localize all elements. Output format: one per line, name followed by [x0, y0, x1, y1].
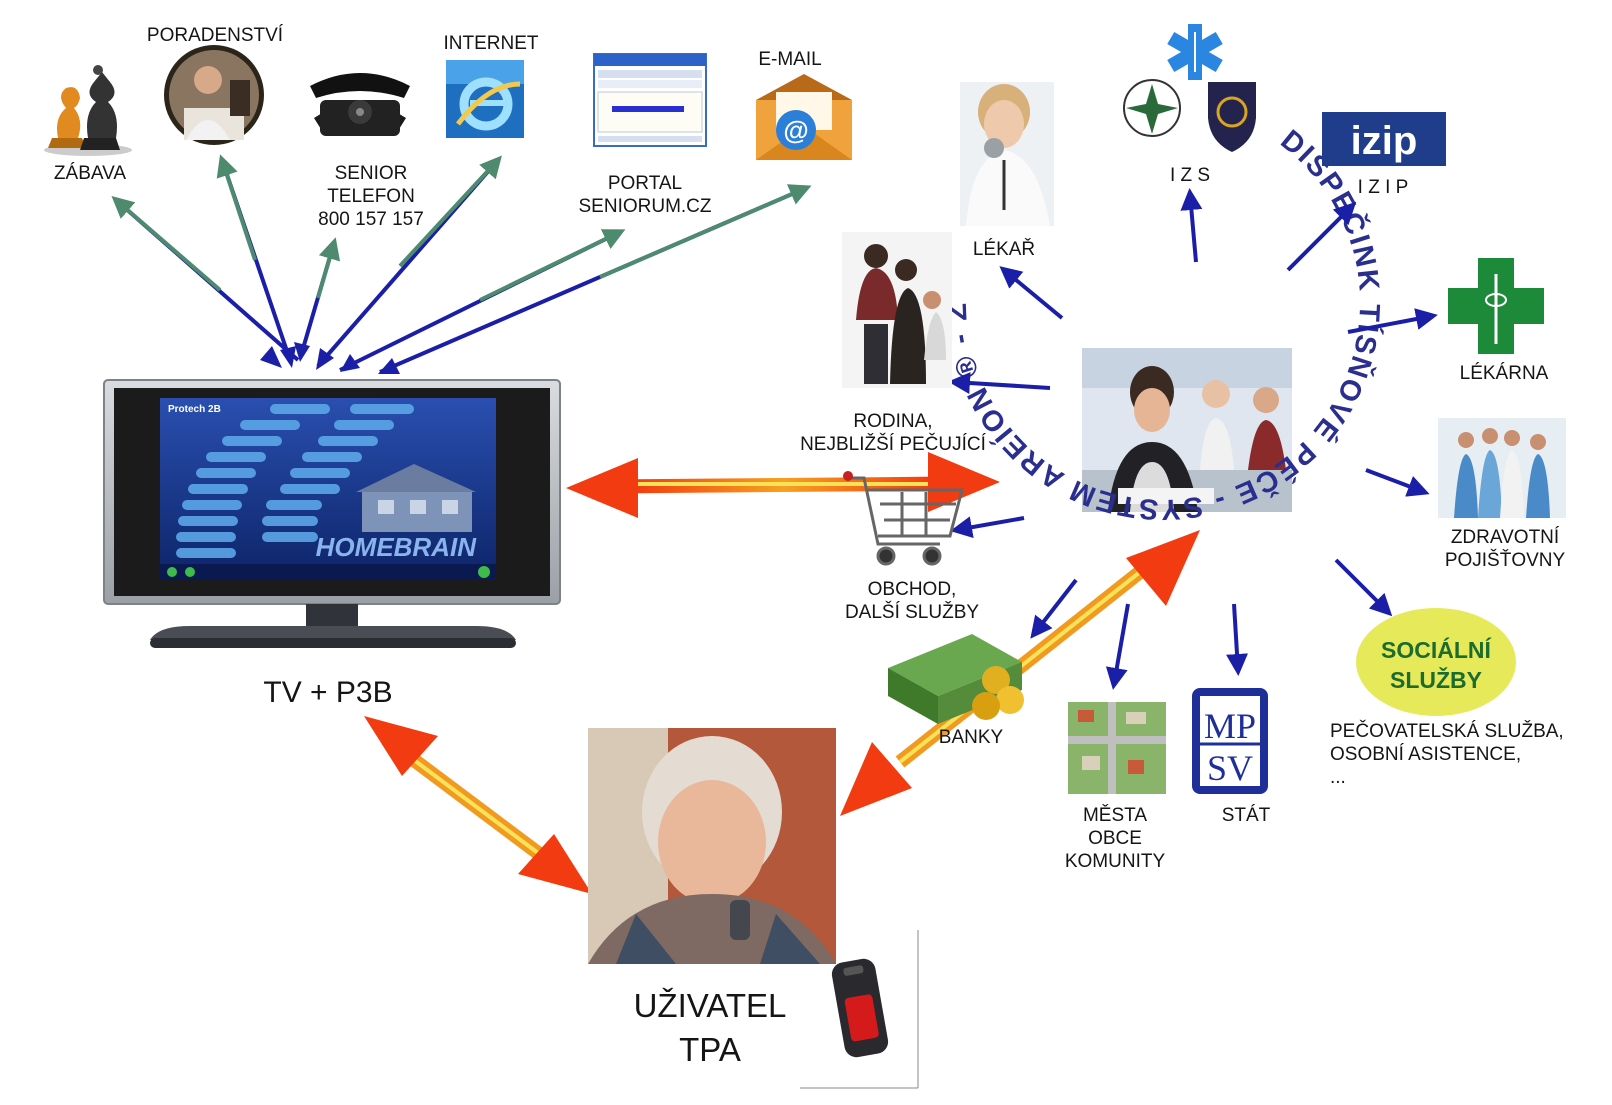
- label-internet: INTERNET: [443, 33, 539, 54]
- mpsv-logo: MP SV: [1192, 688, 1268, 794]
- provider-arrows: [948, 188, 1438, 690]
- social-badge-line1: SOCIÁLNÍ: [1381, 636, 1492, 663]
- arrow-lekarna: [1347, 308, 1438, 334]
- arrow-lekar: [999, 266, 1064, 320]
- doctor-photo: [960, 82, 1054, 226]
- mpsv-logo-line1: MP: [1204, 706, 1256, 746]
- label-mesta-line1: MĚSTA: [1082, 805, 1148, 826]
- tv-screen-title: Protech 2B: [168, 404, 221, 415]
- label-senior-telefon-line2: TELEFON: [327, 186, 415, 207]
- label-mesta-line3: KOMUNITY: [1064, 851, 1166, 872]
- label-poradenstvi: PORADENSTVÍ: [146, 25, 284, 46]
- chess-icon: [44, 65, 132, 156]
- arrow-obchod: [950, 516, 1025, 539]
- label-uzivatel-tpa: UŽIVATEL TPA: [600, 984, 820, 1072]
- label-socialni-detail: PEČOVATELSKÁ SLUŽBA, OSOBNÍ ASISTENCE, .…: [1330, 720, 1600, 789]
- label-senior-telefon-line3: 800 157 157: [318, 209, 424, 230]
- money-stack-icon: [888, 634, 1024, 724]
- tv-screen-brand: HOMEBRAIN: [316, 532, 478, 562]
- arrow-izip: [1286, 201, 1357, 272]
- health-insurance-photo: [1438, 418, 1566, 518]
- label-socialni-detail-line2: OSOBNÍ ASISTENCE,: [1330, 744, 1522, 765]
- dispatch-center-photo: [1082, 348, 1292, 512]
- label-izs: I Z S: [1169, 165, 1211, 186]
- police-emblem-icon: [1123, 79, 1181, 137]
- firefighters-emblem-icon: [1208, 82, 1256, 152]
- arrow-socialni: [1334, 558, 1393, 617]
- arrow-stat: [1226, 603, 1249, 676]
- label-obchod-line1: OBCHOD,: [867, 579, 957, 600]
- label-rodina-line1: RODINA,: [853, 411, 933, 432]
- label-portal-line2: SENIORUM.CZ: [578, 196, 712, 217]
- label-mesta: MĚSTA OBCE KOMUNITY: [1050, 804, 1180, 873]
- family-photo: [842, 232, 952, 388]
- email-at-symbol: @: [783, 115, 808, 145]
- star-of-life-icon: [1167, 24, 1223, 80]
- advisor-photo: [164, 45, 264, 145]
- izip-logo-text: izip: [1351, 119, 1418, 163]
- label-uzivatel-line2: TPA: [679, 1031, 741, 1068]
- social-badge-line2: SLUŽBY: [1390, 666, 1482, 693]
- arrow-izs: [1180, 188, 1203, 263]
- label-senior-telefon: SENIOR TELEFON 800 157 157: [296, 162, 446, 231]
- label-zabava: ZÁBAVA: [53, 163, 127, 184]
- label-obchod: OBCHOD, DALŠÍ SLUŽBY: [822, 578, 1002, 624]
- label-senior-telefon-line1: SENIOR: [334, 163, 408, 184]
- label-socialni-detail-line3: ...: [1330, 767, 1346, 788]
- label-tv-p3b: TV + P3B: [263, 676, 393, 709]
- pharmacy-cross-icon: [1448, 258, 1544, 354]
- arrow-rodina: [948, 372, 1051, 394]
- panic-button-pendant-icon: [831, 958, 889, 1058]
- label-pojistovny-line1: ZDRAVOTNÍ: [1450, 527, 1560, 548]
- label-stat: STÁT: [1221, 805, 1271, 826]
- label-portal: PORTAL SENIORUM.CZ: [560, 172, 730, 218]
- label-izip: I Z I P: [1357, 177, 1409, 198]
- tv-menu-buttons: [176, 404, 414, 558]
- arrow-mesta: [1105, 603, 1130, 690]
- label-mesta-line2: OBCE: [1088, 828, 1142, 849]
- label-email: E-MAIL: [758, 49, 822, 70]
- email-envelope-icon: @: [756, 74, 852, 160]
- label-obchod-line2: DALŠÍ SLUŽBY: [844, 602, 980, 623]
- portal-browser-icon: [593, 53, 707, 147]
- internet-explorer-icon: [446, 60, 524, 138]
- label-lekar: LÉKAŘ: [972, 239, 1036, 260]
- service-arrows: [111, 154, 812, 374]
- mpsv-logo-line2: SV: [1207, 748, 1253, 788]
- label-socialni-detail-line1: PEČOVATELSKÁ SLUŽBA,: [1330, 721, 1564, 742]
- city-map-icon: [1068, 702, 1166, 794]
- tv-device: Protech 2B: [103, 379, 561, 648]
- label-lekarna: LÉKÁRNA: [1459, 363, 1549, 384]
- label-rodina: RODINA, NEJBLIŽŠÍ PEČUJÍCÍ: [778, 410, 1008, 456]
- shopping-cart-icon: [843, 471, 964, 566]
- telephone-icon: [310, 73, 410, 136]
- label-rodina-line2: NEJBLIŽŠÍ PEČUJÍCÍ: [800, 434, 986, 455]
- label-uzivatel-line1: UŽIVATEL: [633, 987, 787, 1024]
- label-banky: BANKY: [938, 727, 1004, 748]
- label-pojistovny-line2: POJIŠŤOVNY: [1444, 550, 1566, 571]
- label-pojistovny: ZDRAVOTNÍ POJIŠŤOVNY: [1430, 526, 1580, 572]
- user-photo: [588, 728, 836, 964]
- tv-house-graphic: [356, 464, 476, 532]
- izs-emblems: [1123, 24, 1256, 152]
- social-services-badge: SOCIÁLNÍ SLUŽBY: [1356, 608, 1516, 716]
- arrow-pojistovny: [1365, 468, 1430, 497]
- arrow-banky: [1030, 578, 1078, 639]
- label-portal-line1: PORTAL: [607, 173, 683, 194]
- izip-logo: izip: [1322, 112, 1446, 166]
